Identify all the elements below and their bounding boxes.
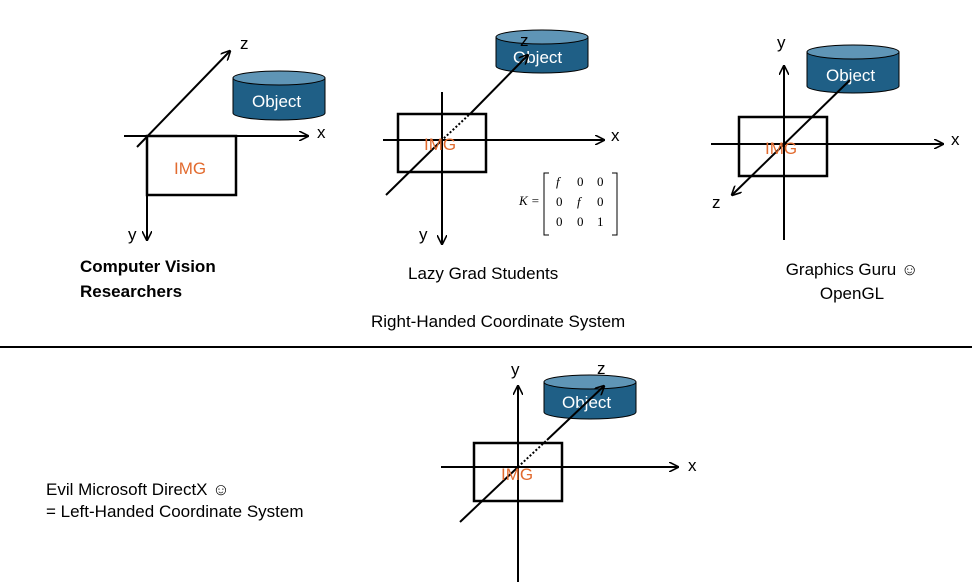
caption-computer-vision-line2: Researchers — [80, 282, 183, 301]
matrix-cell: f — [556, 174, 562, 189]
object-cylinder: Object — [543, 374, 637, 420]
z-axis-line — [136, 51, 230, 148]
matrix-k-label: K = — [518, 193, 540, 208]
z-axis-label: z — [240, 34, 249, 53]
panel-directx: Object IMG x y z — [441, 359, 697, 582]
z-axis-label: z — [712, 193, 721, 212]
object-label: Object — [826, 66, 875, 85]
z-axis-line — [459, 466, 519, 523]
object-label: Object — [252, 92, 301, 111]
caption-left-handed: = Left-Handed Coordinate System — [46, 502, 304, 521]
image-plane-label: IMG — [424, 135, 456, 154]
y-axis-label: y — [419, 225, 428, 244]
matrix-cell: 0 — [597, 174, 604, 189]
object-cylinder: Object — [232, 70, 326, 121]
y-axis-label: y — [128, 225, 137, 244]
image-plane-rect — [145, 134, 238, 197]
object-label: Object — [513, 48, 562, 67]
object-cylinder: Object — [806, 44, 900, 94]
matrix-cell: 1 — [597, 214, 604, 229]
caption-lazy-grad-students: Lazy Grad Students — [408, 264, 559, 283]
z-axis-label: z — [520, 31, 529, 50]
caption-computer-vision-line1: Computer Vision — [80, 257, 216, 276]
matrix-left-bracket — [543, 172, 549, 236]
z-axis-label: z — [597, 359, 606, 378]
image-plane-label: IMG — [501, 465, 533, 484]
matrix-cell: 0 — [556, 194, 563, 209]
image-plane-label: IMG — [765, 139, 797, 158]
panel-opengl: Object IMG x y z — [711, 33, 960, 240]
image-plane-rect — [472, 441, 564, 503]
matrix-cell: 0 — [556, 214, 563, 229]
image-plane-rect — [396, 112, 488, 174]
z-axis-dotted-segment — [440, 112, 472, 142]
x-axis-label: x — [317, 123, 326, 142]
image-plane-label: IMG — [174, 159, 206, 178]
caption-opengl: OpenGL — [819, 284, 885, 303]
z-axis-line — [732, 79, 851, 195]
caption-directx: Evil Microsoft DirectX ☺ — [46, 480, 230, 499]
x-axis-label: x — [951, 130, 960, 149]
object-cylinder: Object — [495, 29, 589, 74]
z-axis-line — [385, 140, 442, 196]
panel-lazy-grad-students: Object IMG x y z K = f 0 0 0 f 0 0 0 1 — [383, 29, 620, 244]
z-axis-line — [546, 386, 604, 441]
matrix-cell: 0 — [597, 194, 604, 209]
caption-graphics-guru: Graphics Guru ☺ — [785, 260, 919, 279]
matrix-cell: 0 — [577, 174, 584, 189]
panel-computer-vision: IMG x y z Object — [124, 34, 326, 244]
intrinsic-matrix: K = f 0 0 0 f 0 0 0 1 — [518, 172, 618, 236]
x-axis-label: x — [688, 456, 697, 475]
y-axis-label: y — [511, 360, 520, 379]
matrix-right-bracket — [612, 172, 618, 236]
image-plane-rect — [737, 115, 829, 178]
z-axis-line — [470, 55, 528, 114]
x-axis-label: x — [611, 126, 620, 145]
z-axis-dotted-segment — [517, 439, 548, 468]
matrix-cell: 0 — [577, 214, 584, 229]
y-axis-label: y — [777, 33, 786, 52]
matrix-cell: f — [577, 194, 583, 209]
caption-right-handed: Right-Handed Coordinate System — [371, 312, 626, 331]
